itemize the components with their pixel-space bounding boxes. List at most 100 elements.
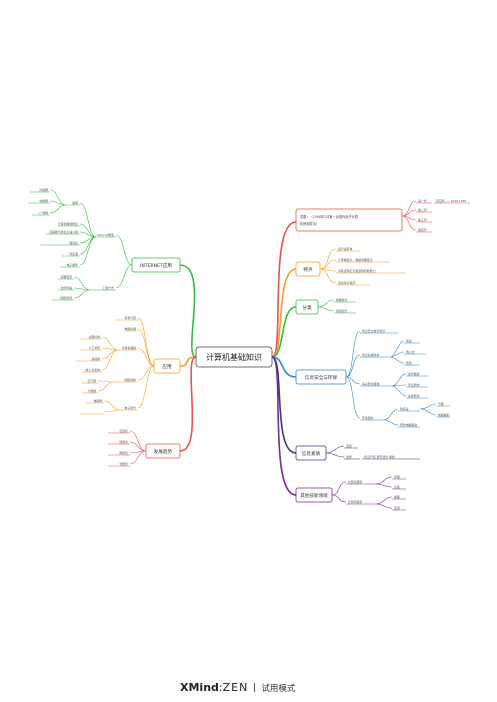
security-leaf[interactable]: 防雷 bbox=[406, 360, 412, 365]
internet-item[interactable]: 广域网 bbox=[39, 210, 48, 215]
application-item[interactable]: 过程控制 bbox=[88, 334, 100, 339]
classify-leaves: 按规模分 按用途分 bbox=[336, 297, 348, 313]
internet-item[interactable]: 局域网 bbox=[39, 187, 48, 192]
internet-item[interactable]: 电子邮件 bbox=[66, 262, 78, 267]
features-item[interactable]: 自动执行程序 bbox=[338, 280, 355, 285]
topic-internet-title: INTERNET应用 bbox=[140, 262, 172, 269]
careers-leaf[interactable]: 编程 bbox=[394, 494, 400, 499]
internet-item[interactable]: 网络新闻 bbox=[60, 295, 72, 300]
topic-society-box bbox=[295, 445, 327, 461]
connector-trends bbox=[179, 356, 197, 452]
trends-item[interactable]: 巨型化 bbox=[119, 428, 128, 433]
security-leaf[interactable]: 防病毒 bbox=[400, 406, 409, 411]
internet-group[interactable]: 上网方式 bbox=[102, 285, 114, 290]
security-leaf[interactable]: 节能 bbox=[438, 401, 444, 406]
society-item[interactable]: 法律 bbox=[346, 454, 352, 459]
internet-item[interactable]: 联网 bbox=[72, 200, 78, 205]
trends-item[interactable]: 微型化 bbox=[119, 439, 128, 444]
topic-security[interactable]: 信息安全与环保 bbox=[295, 369, 347, 385]
application-item[interactable]: 多媒体 bbox=[91, 356, 100, 361]
trends-item[interactable]: 网络化 bbox=[119, 450, 128, 455]
internet-group[interactable]: Internet概述 bbox=[97, 232, 114, 237]
careers-leaf-underlines bbox=[392, 478, 406, 511]
security-sub[interactable]: 环境保护 bbox=[362, 415, 374, 420]
topic-develop-title-line1: 发展：（1946年2月第一台现代电子计算 bbox=[300, 214, 359, 219]
security-leaf[interactable]: 防盗 bbox=[406, 338, 412, 343]
society-item[interactable]: 道德 bbox=[346, 443, 352, 448]
careers-leaf[interactable]: 主板 bbox=[394, 484, 400, 489]
internet-item[interactable]: 互联网与信息高速公路 bbox=[49, 229, 78, 234]
classify-item[interactable]: 按规模分 bbox=[336, 297, 348, 302]
features-item[interactable]: 计算精度高，数据准确度高 bbox=[338, 257, 373, 262]
security-leaf[interactable]: 备份数据 bbox=[408, 371, 420, 376]
develop-item[interactable]: 第三代 bbox=[418, 217, 427, 222]
classify-subtree bbox=[317, 299, 356, 314]
topic-classify[interactable]: 分类 bbox=[295, 299, 319, 315]
application-leaves: 科学计算 数据处理 计算机辅助 网络通信 电子商务 过程控制 人工智能 多媒体 … bbox=[86, 315, 137, 410]
security-leaf[interactable]: 安全防护 bbox=[408, 382, 420, 387]
careers-leaf[interactable]: 存储 bbox=[394, 474, 400, 479]
topic-internet[interactable]: INTERNET应用 bbox=[131, 257, 181, 273]
application-item[interactable]: 网络通信 bbox=[124, 377, 136, 382]
internet-bracket bbox=[115, 234, 133, 289]
society-leaves: 道德 法律 知识产权 遵守法律 保护 bbox=[346, 443, 395, 459]
develop-item[interactable]: 第二代 bbox=[418, 207, 427, 212]
security-sub[interactable]: 信息系统防护 bbox=[362, 352, 379, 357]
connector-features bbox=[271, 268, 297, 358]
careers-leaf[interactable]: 应用 bbox=[394, 505, 400, 510]
topic-trends-box bbox=[145, 443, 181, 459]
society-item[interactable]: 知识产权 遵守法律 保护 bbox=[364, 454, 395, 459]
application-item[interactable]: 数据处理 bbox=[124, 326, 136, 331]
application-item[interactable]: 物联网 bbox=[93, 398, 102, 403]
topic-society[interactable]: 信息素质 bbox=[295, 445, 327, 461]
topic-trends[interactable]: 发展趋势 bbox=[145, 443, 181, 459]
internet-item[interactable]: 文件传输 bbox=[60, 285, 72, 290]
internet-item[interactable]: 超链接 bbox=[69, 240, 78, 245]
topic-classify-title: 分类 bbox=[302, 304, 312, 311]
security-leaf[interactable]: 系统检测 bbox=[408, 393, 420, 398]
internet-item[interactable]: 计算机网络概念 bbox=[58, 221, 78, 226]
internet-definition-bracket bbox=[49, 189, 67, 214]
develop-leaves: 第一代 真空管——1946-1958 第二代 第三代 第四代 bbox=[418, 198, 466, 232]
society-bracket bbox=[325, 445, 345, 458]
application-item[interactable]: 人工智能 bbox=[88, 345, 100, 350]
application-item[interactable]: 大数据 bbox=[87, 388, 96, 393]
security-leaf-bracket-4 bbox=[419, 403, 437, 416]
features-leaves: 运行速度快 计算精度高，数据准确度高 具有逻辑记忆和逻辑判断能力 自动执行程序 bbox=[338, 246, 376, 285]
develop-note: 真空管——1946-1958 bbox=[436, 198, 466, 203]
topic-classify-box bbox=[295, 299, 319, 315]
careers-sub[interactable]: 计算机软件 bbox=[348, 499, 363, 504]
topic-features-title: 特点 bbox=[303, 266, 313, 273]
classify-item[interactable]: 按用途分 bbox=[336, 308, 348, 313]
internet-item[interactable]: 浏览器 bbox=[69, 251, 78, 256]
topic-develop[interactable]: 发展：（1946年2月第一台现代电子计算 机研制成功） bbox=[295, 208, 403, 232]
application-bracket bbox=[137, 317, 155, 409]
application-item[interactable]: 电子商务 bbox=[124, 405, 136, 410]
security-leaf[interactable]: 防火灾 bbox=[406, 349, 415, 354]
internet-item[interactable]: 远程登录 bbox=[60, 274, 72, 279]
topic-application[interactable]: 应用 bbox=[153, 358, 181, 374]
application-item[interactable]: 科学计算 bbox=[124, 315, 136, 320]
topic-features[interactable]: 特点 bbox=[295, 261, 321, 277]
develop-item[interactable]: 第一代 bbox=[418, 198, 427, 203]
topic-develop-box bbox=[295, 208, 403, 232]
center-topic[interactable]: 计算机基础知识 bbox=[195, 346, 273, 368]
security-leaf[interactable]: 预防电磁辐射 bbox=[400, 422, 417, 427]
features-item[interactable]: 运行速度快 bbox=[338, 246, 353, 251]
careers-sub[interactable]: 计算机硬件 bbox=[348, 479, 363, 484]
trends-item[interactable]: 智能化 bbox=[119, 461, 128, 466]
branch-connectors bbox=[179, 221, 297, 496]
security-sub[interactable]: 信息安全技术知识 bbox=[362, 328, 385, 333]
internet-group2-underlines bbox=[52, 278, 74, 301]
application-item[interactable]: 云计算 bbox=[87, 378, 96, 383]
security-sub[interactable]: 病毒防治措施 bbox=[362, 381, 379, 386]
application-item[interactable]: 嵌入式系统 bbox=[86, 367, 101, 372]
features-item[interactable]: 具有逻辑记忆和逻辑判断能力 bbox=[338, 268, 376, 273]
topic-careers-title: 其他技能领域 bbox=[300, 492, 328, 499]
mind-map: 计算机基础知识 发展：（1946年2月第一台现代电子计算 机研制成功） 特点 分… bbox=[28, 187, 470, 511]
application-item[interactable]: 计算机辅助 bbox=[122, 345, 137, 350]
topic-careers[interactable]: 其他技能领域 bbox=[295, 487, 333, 503]
internet-item[interactable]: 城域网 bbox=[39, 198, 48, 203]
security-leaf[interactable]: 电磁辐射 bbox=[438, 412, 450, 417]
develop-item[interactable]: 第四代 bbox=[418, 227, 427, 232]
